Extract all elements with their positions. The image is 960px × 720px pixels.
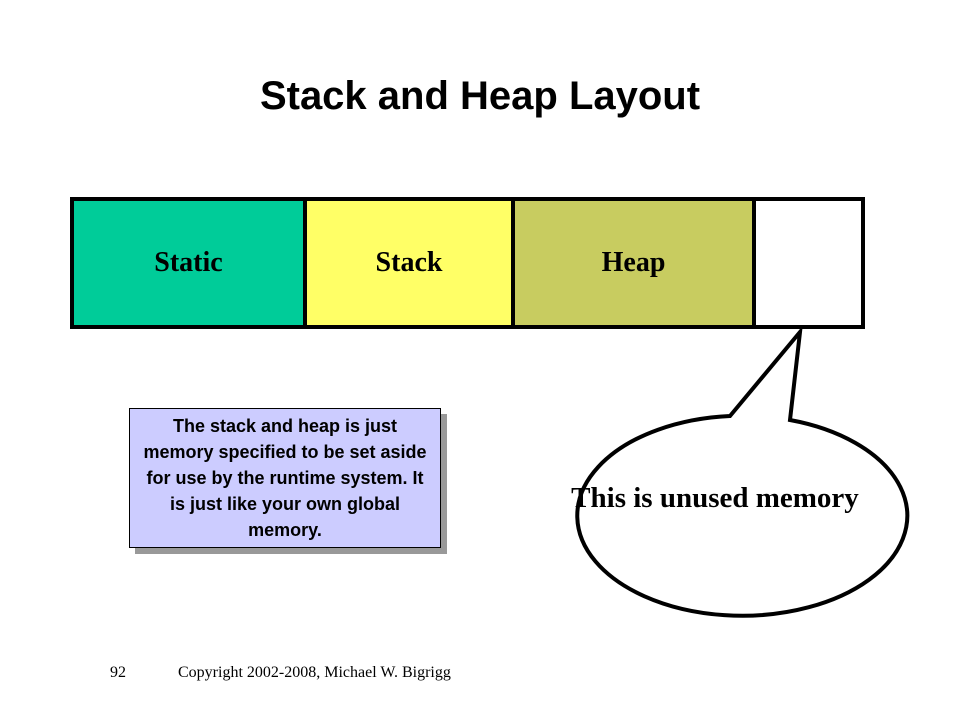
note-box: The stack and heap is just memory specif…: [129, 408, 441, 548]
bubble-text: This is unused memory: [571, 482, 859, 514]
segment-stack: Stack: [307, 201, 515, 325]
memory-layout-bar: Static Stack Heap: [70, 197, 865, 329]
segment-static: Static: [74, 201, 307, 325]
slide-title: Stack and Heap Layout: [259, 74, 701, 118]
segment-unused: [756, 201, 861, 325]
copyright: Copyright 2002-2008, Michael W. Bigrigg: [178, 664, 451, 681]
page-number: 92: [110, 664, 126, 681]
segment-heap: Heap: [515, 201, 756, 325]
